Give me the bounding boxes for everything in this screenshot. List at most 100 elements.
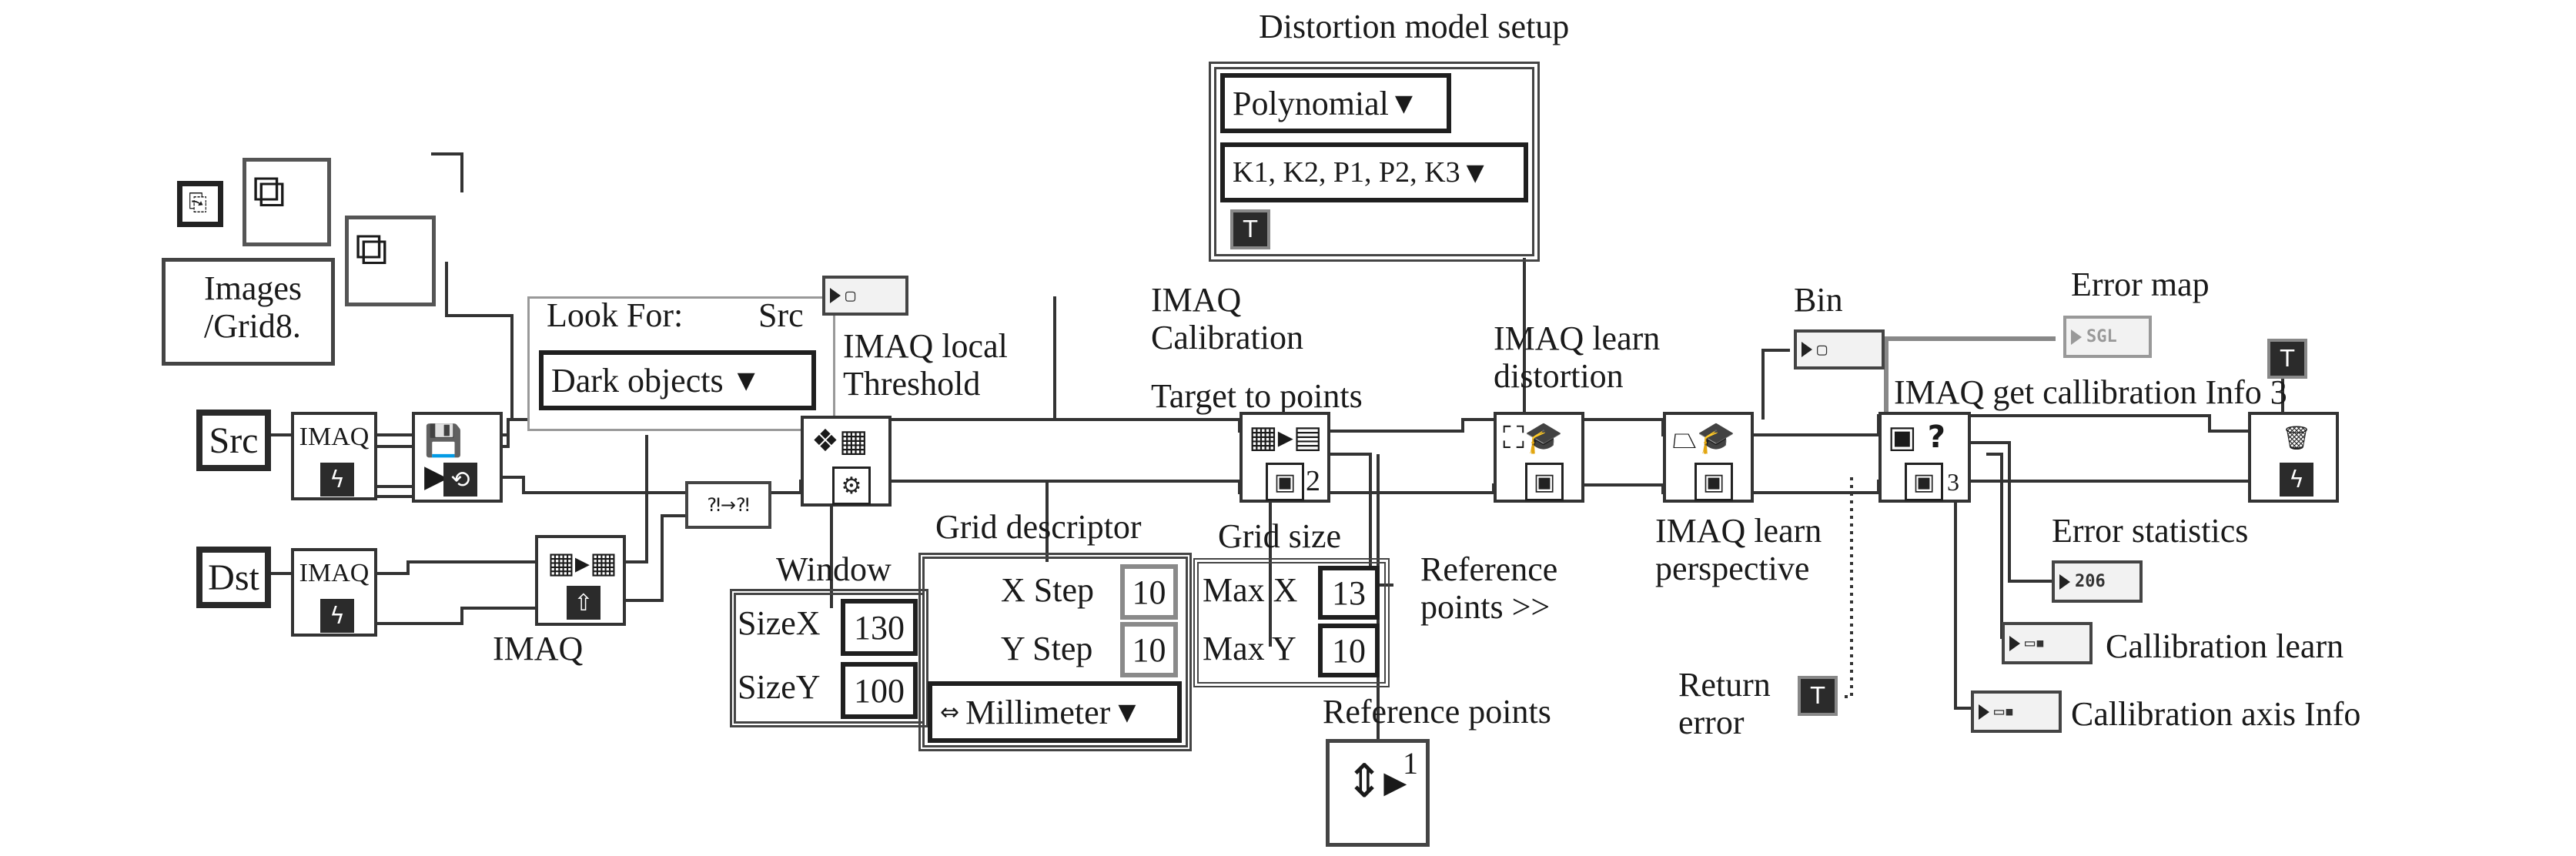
bin-label: Bin (1794, 281, 1843, 319)
merge-errors-node[interactable]: ⁈→⁈ (685, 481, 771, 529)
x-step-input[interactable]: 10 (1120, 564, 1178, 620)
error-icon: ϟ (2280, 463, 2313, 497)
look-for-dropdown[interactable]: Dark objects ▼ (539, 350, 816, 410)
triangle-icon (2059, 573, 2070, 590)
get-calibration-info-label: IMAQ get callibration Info 3 (1894, 373, 2287, 411)
images-path-label: Images /Grid8. (204, 269, 303, 346)
imaq-dispose-node[interactable]: 🗑 ϟ (2248, 412, 2339, 503)
reset-icon: ⟲ (443, 463, 477, 497)
triangle-icon (1979, 704, 1989, 720)
dropdown-arrow-icon: ▼ (737, 366, 755, 394)
error-statistics-terminal[interactable]: 206 (2052, 560, 2143, 603)
model-value: Polynomial (1233, 84, 1389, 122)
grid-descriptor-cluster[interactable] (918, 553, 1192, 751)
imaq-calibration-target-node[interactable]: ▦▸▤ ▣ 2 (1239, 412, 1330, 503)
local-threshold-label: IMAQ local Threshold (843, 327, 1008, 403)
cluster-icon: ⧉ (253, 164, 286, 218)
arrow-up-icon: ⇧ (567, 586, 601, 620)
true-constant-right[interactable]: T (2267, 339, 2307, 379)
coefficients-dropdown[interactable]: K1, K2, P1, P2, K3 ▼ (1220, 142, 1528, 202)
distortion-setup-cluster[interactable] (1209, 62, 1540, 262)
error-statistics-label: Error statistics (2052, 512, 2249, 550)
window-cluster[interactable] (730, 589, 928, 727)
reference-points-subvi[interactable]: ⇕▸ 1 (1326, 739, 1430, 847)
imaq-learn-distortion-node[interactable]: ⛶🎓 ▣ (1494, 412, 1584, 503)
image-small-icon: ▢ (845, 286, 856, 306)
size-x-input[interactable]: 130 (841, 599, 918, 656)
index-three: 3 (1947, 468, 1959, 496)
true-constant[interactable]: T (1230, 209, 1270, 249)
triangle-icon (1802, 342, 1812, 357)
coefficients-value: K1, K2, P1, P2, K3 (1233, 156, 1460, 189)
imaq-bottom-label: IMAQ (493, 630, 584, 667)
src-terminal[interactable]: Src (196, 410, 271, 471)
imaq-copy-node[interactable]: ▦▸▦ ⇧ (535, 535, 626, 626)
dropdown-arrow-icon: ▼ (1118, 698, 1136, 726)
triangle-icon (830, 288, 841, 303)
error-map-terminal[interactable]: SGL (2063, 316, 2152, 358)
look-for-value: Dark objects (551, 361, 724, 400)
learn-perspective-label: IMAQ learn perspective (1655, 512, 1822, 588)
max-x-input[interactable]: 13 (1318, 566, 1380, 620)
imaq-get-calibration-info-node[interactable]: ▣ ? ▣ 3 (1878, 412, 1971, 503)
monitor-icon: ▣ (1266, 463, 1304, 501)
reference-points-label: Reference points (1323, 693, 1551, 731)
imaq-create-src-node[interactable]: IMAQ ϟ (291, 412, 377, 500)
image-path-constant[interactable]: ⎘ (177, 181, 223, 227)
size-y-input[interactable]: 100 (841, 662, 918, 719)
calibration-learn-terminal[interactable]: ▭▪ (2002, 622, 2093, 664)
grid-size-cluster[interactable] (1193, 558, 1390, 687)
monitor-icon: ▣ (1525, 463, 1564, 501)
bin-terminal[interactable]: ▢ (1794, 329, 1885, 369)
dropdown-arrow-icon: ▼ (1466, 159, 1484, 186)
calibration-learn-label: Callibration learn (2106, 627, 2344, 665)
src-image-terminal[interactable]: ▢ (822, 276, 908, 316)
grid-size-label: Grid size (1218, 517, 1342, 555)
node-label: IMAQ (299, 423, 370, 451)
error-icon: ϟ (320, 599, 354, 633)
error-stats-type: 206 (2075, 572, 2106, 591)
images-path-constant[interactable]: Images /Grid8. (162, 258, 335, 366)
learn-distortion-label: IMAQ learn distortion (1494, 319, 1661, 396)
target-to-points-label: Target to points (1151, 377, 1363, 415)
y-step-input[interactable]: 10 (1120, 622, 1178, 677)
src-label: Src (758, 296, 804, 334)
window-label: Window (776, 550, 892, 588)
cluster-icon: ⧉ (355, 222, 388, 276)
units-value: Millimeter (965, 693, 1111, 731)
distortion-cap-icon: ⛶🎓 (1503, 420, 1563, 456)
error-map-label: Error map (2071, 266, 2210, 303)
reference-points-out-label: Reference points >> (1420, 550, 1558, 627)
return-error-constant[interactable]: T (1798, 676, 1838, 716)
triangle-icon (2009, 635, 2020, 651)
info-question-icon: ▣ ? (1888, 420, 1945, 455)
model-dropdown[interactable]: Polynomial ▼ (1220, 73, 1451, 133)
cluster-small-icon: ▭▪ (2025, 634, 2046, 653)
dropdown-arrow-icon: ▼ (1394, 89, 1413, 117)
monitor-icon: ▣ (1694, 463, 1733, 501)
imaq-readfile-node[interactable]: 💾▶■ ⟲ (412, 412, 503, 503)
index-one: 1 (1403, 746, 1418, 781)
node-label: IMAQ (299, 559, 370, 587)
max-y-input[interactable]: 10 (1318, 624, 1380, 677)
error-icon: ϟ (320, 463, 354, 497)
imaq-create-dst-node[interactable]: IMAQ ϟ (291, 548, 377, 637)
imaq-local-threshold-node[interactable]: ❖▦ ⚙ (801, 416, 892, 507)
cluster-subvi-1[interactable]: ⧉ (243, 158, 331, 246)
cursor-icon: ⇕▸ (1345, 754, 1407, 808)
imaq-learn-perspective-node[interactable]: ⏢🎓 ▣ (1663, 412, 1754, 503)
x-step-label: X Step (1001, 571, 1094, 609)
calibration-axis-info-label: Callibration axis Info (2071, 695, 2361, 733)
merge-icon: ▦▸▦ (547, 546, 617, 580)
increment-arrows-icon: ⇔ (940, 698, 960, 726)
max-y-label: Max Y (1203, 630, 1296, 667)
dst-terminal[interactable]: Dst (196, 547, 271, 608)
cluster-small-icon: ▭▪ (1994, 702, 2015, 721)
calibration-label: IMAQ Calibration (1151, 281, 1303, 357)
cluster-subvi-2[interactable]: ⧉ (345, 216, 436, 306)
units-dropdown[interactable]: ⇔ Millimeter ▼ (928, 681, 1182, 743)
look-for-label: Look For: (547, 296, 684, 334)
calibration-axis-info-terminal[interactable]: ▭▪ (1971, 690, 2062, 733)
threshold-icon: ❖▦ (811, 423, 868, 459)
